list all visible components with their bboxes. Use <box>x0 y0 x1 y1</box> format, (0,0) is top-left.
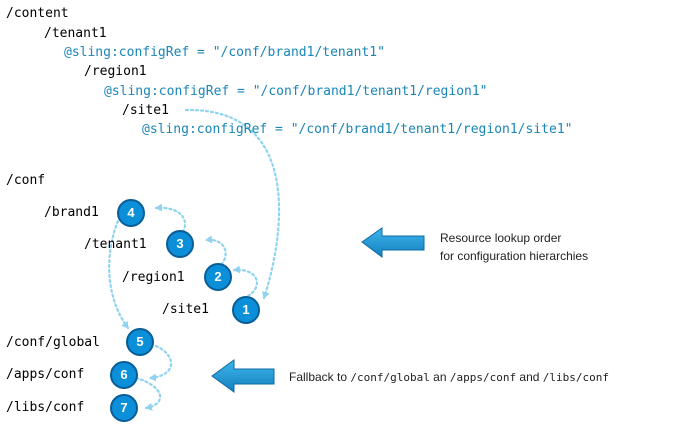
step-badge-2: 2 <box>204 263 232 291</box>
fallback-caption-connector-and: and <box>516 370 543 384</box>
lookup-order-caption-line1: Resource lookup order <box>440 231 562 245</box>
arrow-5-to-6 <box>148 344 173 382</box>
lookup-order-caption-line2: for configuration hierarchies <box>440 249 589 263</box>
arrow-site1-ref-to-conf-site1 <box>184 108 281 300</box>
step-badge-6: 6 <box>110 361 138 389</box>
conf-tenant-label: /tenant1 <box>84 237 147 252</box>
step-badge-5: 5 <box>126 328 154 356</box>
content-region-label: /region1 <box>84 64 147 79</box>
content-tenant-label: /tenant1 <box>44 26 107 41</box>
conf-site-label: /site1 <box>162 302 209 317</box>
apps-conf-label: /apps/conf <box>6 367 85 382</box>
arrow-4-to-5 <box>108 210 130 330</box>
fallback-caption-path-apps: /apps/conf <box>449 371 517 384</box>
tenant-configref-text: @sling:configRef = "/conf/brand1/tenant1… <box>64 45 385 60</box>
step-badge-3: 3 <box>166 230 194 258</box>
step-badge-7: 7 <box>110 394 138 422</box>
step-badge-1: 1 <box>232 296 260 324</box>
arrow-6-to-7 <box>134 376 162 411</box>
content-site-label: /site1 <box>122 103 169 118</box>
content-root-label: /content <box>6 6 69 21</box>
step-badge-4: 4 <box>117 199 145 227</box>
left-arrow-icon <box>361 227 425 258</box>
conf-root-label: /conf <box>6 173 46 188</box>
fallback-caption-path-global: /conf/global <box>350 371 430 384</box>
libs-conf-label: /libs/conf <box>6 400 85 415</box>
fallback-caption: Fallback to /conf/global an /apps/conf a… <box>289 369 609 386</box>
fallback-caption-prefix: Fallback to <box>289 370 351 384</box>
fallback-caption-connector-an: an <box>429 370 450 384</box>
region-configref-text: @sling:configRef = "/conf/brand1/tenant1… <box>104 84 488 99</box>
conf-brand-label: /brand1 <box>44 205 99 220</box>
site-configref-text: @sling:configRef = "/conf/brand1/tenant1… <box>142 122 573 137</box>
conf-global-label: /conf/global <box>6 335 100 350</box>
conf-region-label: /region1 <box>122 270 185 285</box>
left-arrow-icon <box>211 359 275 393</box>
fallback-caption-path-libs: /libs/conf <box>542 371 610 384</box>
arrow-1-to-2 <box>232 265 259 298</box>
